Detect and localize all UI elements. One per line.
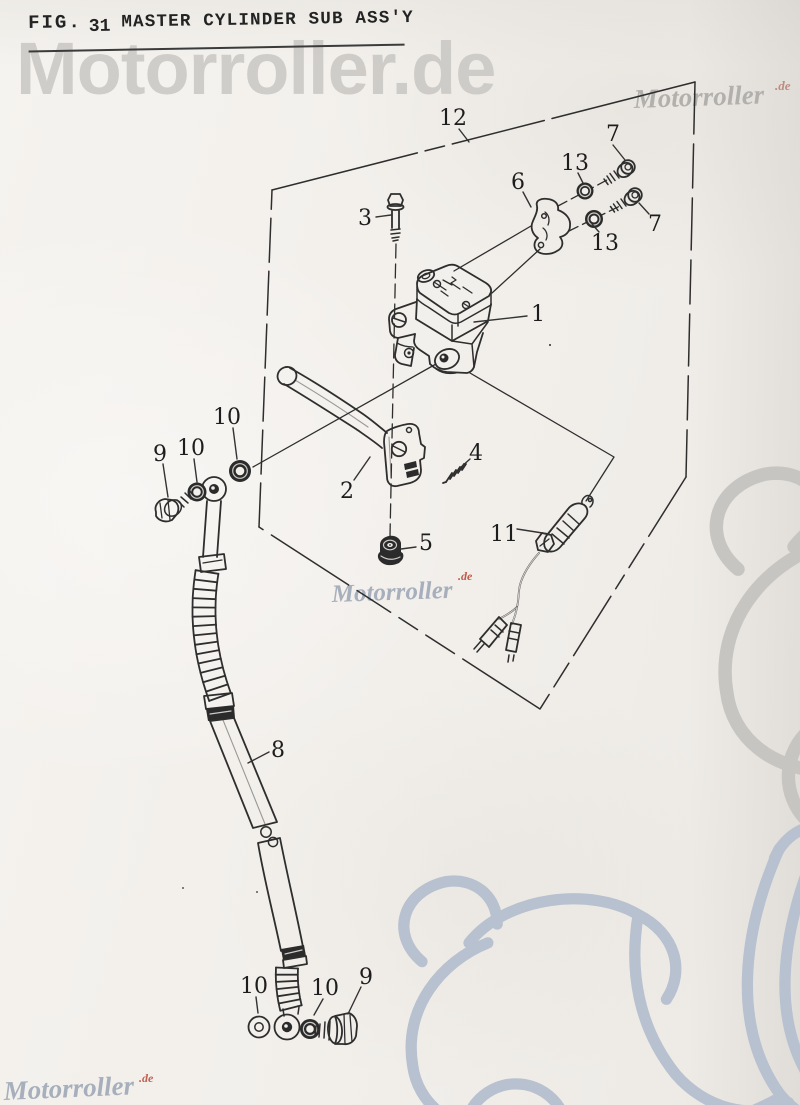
scooter-logo-icon	[404, 825, 800, 1105]
callout-leader-6	[522, 191, 532, 208]
callout-label-7: 7	[648, 212, 662, 237]
diagram-ink	[154, 81, 696, 1046]
spring-part-4	[442, 463, 467, 484]
pivot-bolt-part-3	[386, 193, 405, 242]
callout-leader-9	[162, 463, 169, 498]
callout-leader-10	[193, 458, 198, 483]
logo-bottom-left: Motorroller .de	[2, 1070, 154, 1105]
callout-label-13: 13	[561, 151, 589, 176]
washers-part-10-upper	[187, 460, 251, 502]
logo-suffix-text: .de	[458, 569, 473, 583]
banjo-axis-line	[252, 363, 437, 468]
callout-label-11: 11	[490, 522, 518, 547]
logo-brand-text: Motorroller	[330, 577, 453, 608]
lock-washers-part-13	[576, 182, 603, 228]
callout-label-8: 8	[271, 738, 285, 763]
callout-label-5: 5	[419, 531, 433, 556]
callout-label-7: 7	[606, 122, 620, 147]
callout-leader-10	[313, 998, 324, 1016]
logo-brand-text: Motorroller	[2, 1070, 135, 1105]
callout-label-4: 4	[469, 441, 483, 466]
logo-center: Motorroller .de	[330, 569, 800, 1105]
banjo-bolt-part-9-lower	[314, 1012, 358, 1046]
callout-leader-2	[353, 456, 371, 481]
big-watermark-text: Motorroller.de	[16, 27, 496, 110]
hose-end-boot	[274, 966, 303, 1012]
banjo-bolt-part-9-upper	[154, 489, 194, 523]
assembly-lines	[252, 179, 623, 537]
callout-leader-1	[473, 315, 528, 323]
logo-suffix-text: .de	[139, 1071, 154, 1085]
callout-label-3: 3	[358, 206, 372, 231]
callout-label-9: 9	[153, 442, 167, 467]
frame-outline-part-12	[258, 81, 696, 710]
logo-brand-text: Motorroller	[632, 79, 765, 114]
pivot-nut-part-5	[377, 535, 404, 566]
callout-label-12: 12	[439, 106, 467, 131]
callout-leader-11	[516, 528, 550, 535]
clamp-screws-part-7	[603, 159, 643, 213]
callout-label-10: 10	[311, 976, 339, 1001]
callout-label-10: 10	[240, 974, 268, 999]
callout-label-6: 6	[511, 170, 525, 195]
callout-leader-3	[375, 214, 392, 218]
callout-leader-10	[255, 996, 259, 1014]
callout-leader-7	[638, 202, 650, 215]
callout-leader-10	[232, 427, 238, 460]
callout-label-13: 13	[591, 231, 619, 256]
brake-lever-part-2	[276, 366, 426, 488]
callout-label-2: 2	[340, 479, 354, 504]
switch-link-line	[469, 372, 615, 502]
callout-leader-4	[459, 458, 471, 469]
figure-number: 31	[88, 16, 111, 38]
brake-hose-part-8	[191, 476, 308, 1041]
master-cylinder-part-1	[388, 263, 493, 375]
handlebar-clamp-part-6	[530, 197, 571, 255]
callout-label-10: 10	[213, 405, 241, 430]
callout-leader-8	[247, 751, 270, 764]
logo-top-right: Motorroller .de	[632, 78, 800, 838]
figure-label: FIG.	[28, 11, 82, 34]
callout-leader-7	[612, 144, 626, 161]
callout-label-10: 10	[177, 436, 205, 461]
callout-leader-9	[347, 986, 362, 1015]
callout-label-1: 1	[531, 302, 545, 327]
hose-spring-guard	[191, 569, 232, 702]
callout-leader-13	[577, 172, 584, 184]
callout-leader-12	[458, 128, 470, 143]
callout-label-9: 9	[359, 965, 373, 990]
brake-light-switch-part-11	[473, 494, 594, 663]
scooter-logo-icon	[716, 406, 800, 838]
pivot-bolt-axis	[389, 243, 397, 537]
scan-specks	[182, 344, 551, 893]
logo-suffix-text: .de	[775, 78, 791, 93]
callout-leader-5	[400, 546, 417, 550]
callout-leader-13	[591, 223, 600, 233]
